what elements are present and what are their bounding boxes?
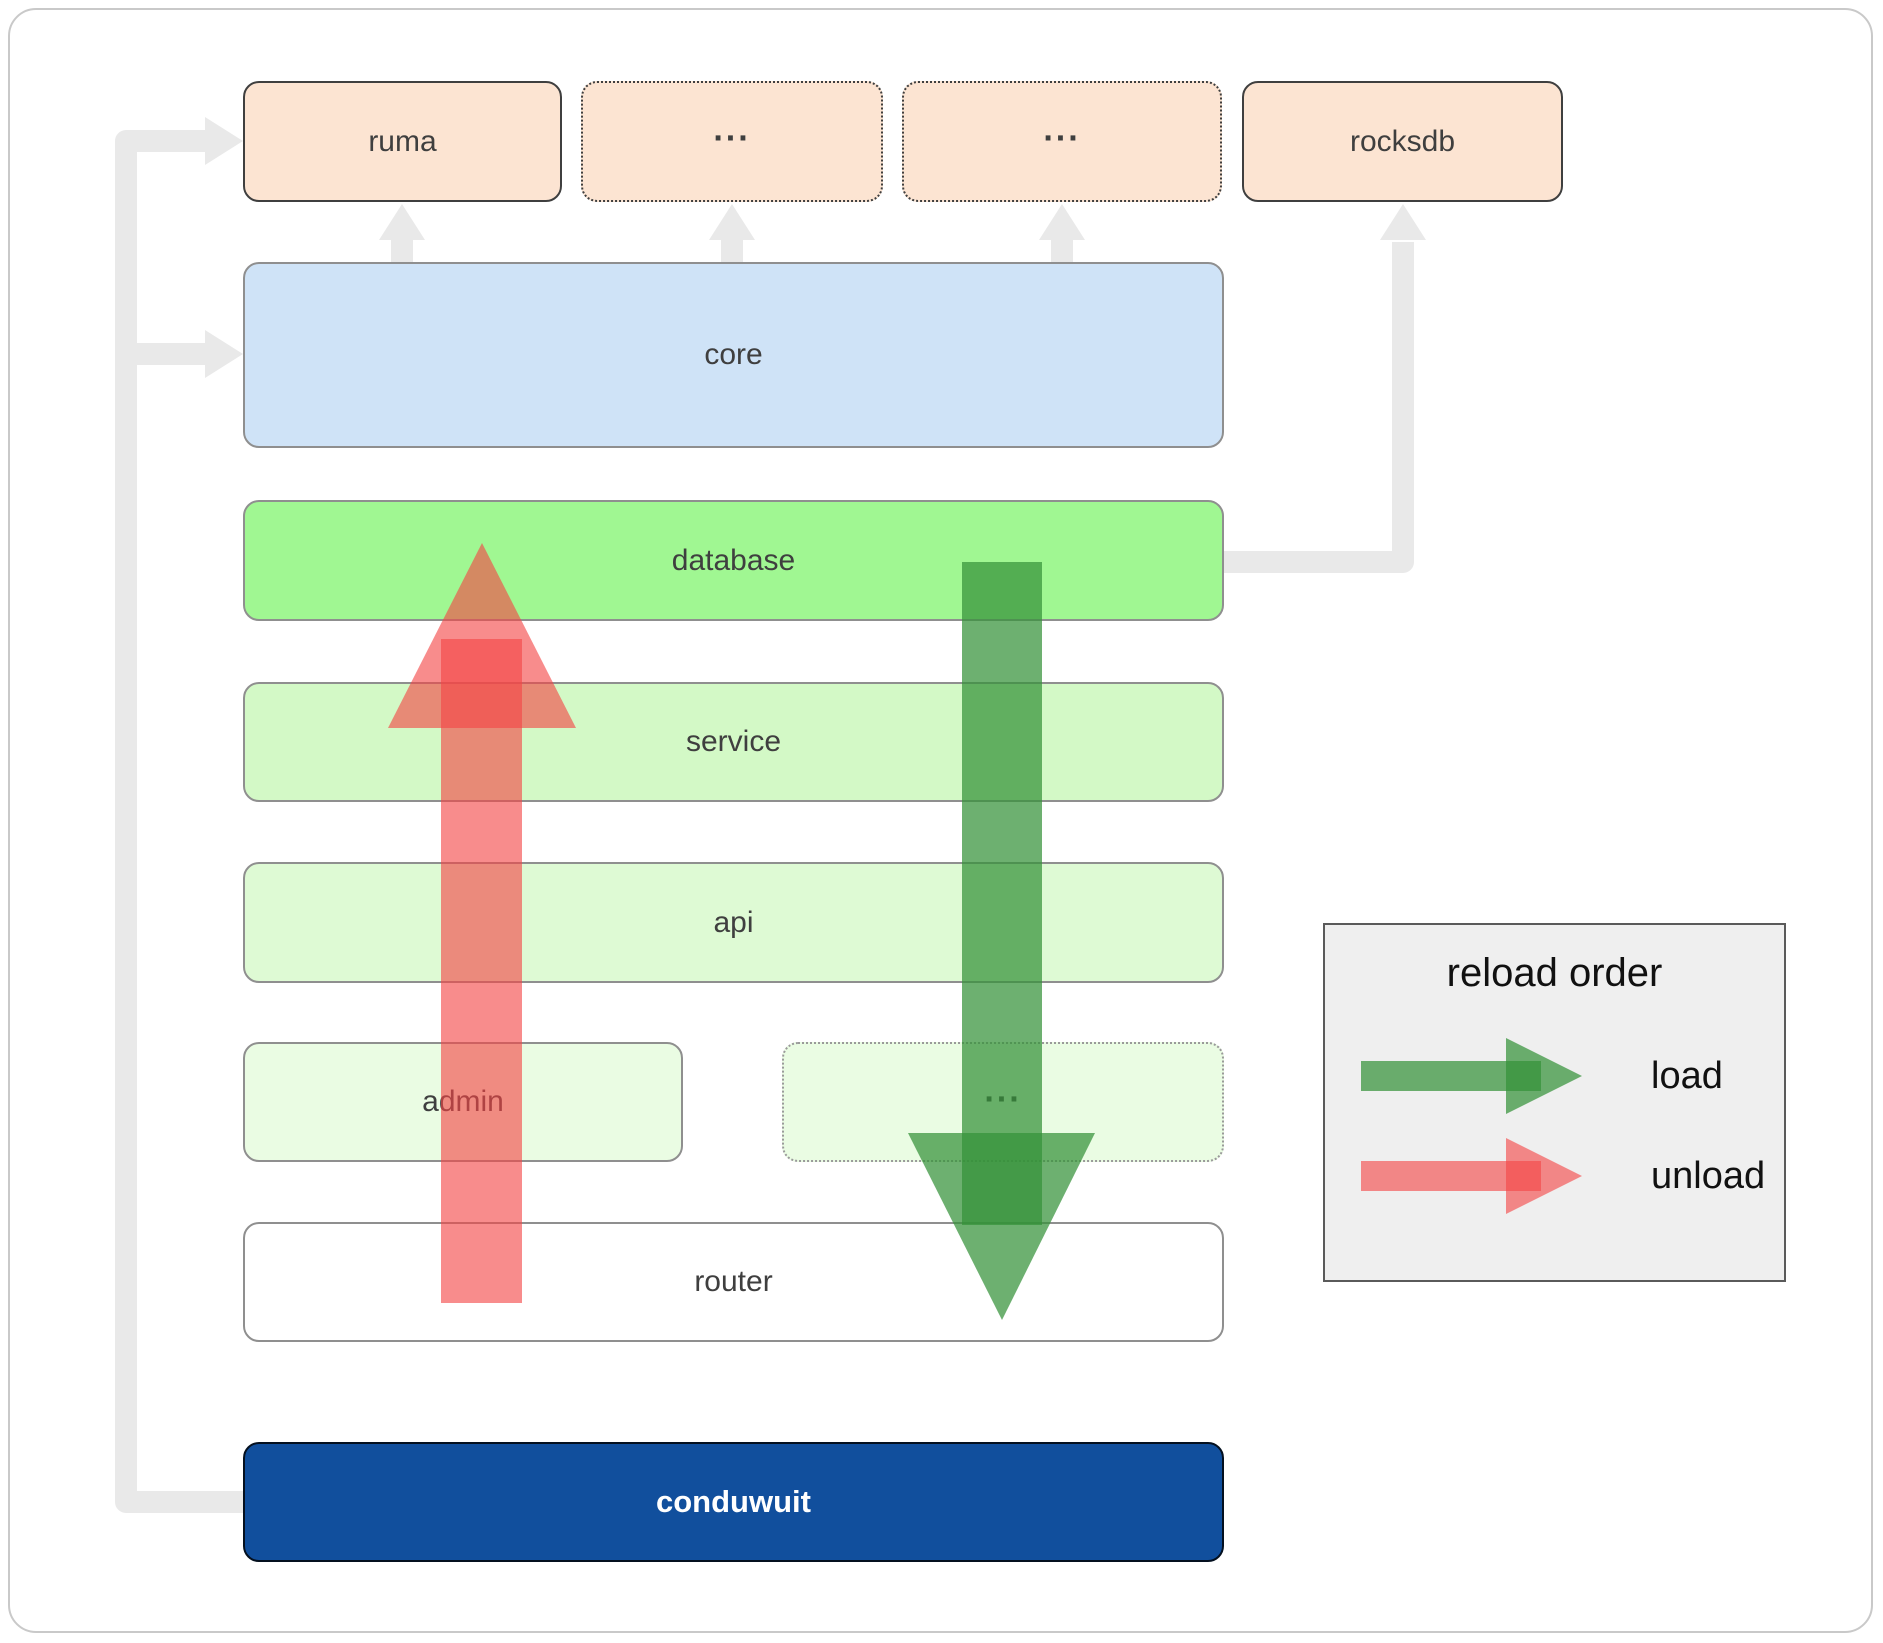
- outer-frame: [8, 8, 1873, 1633]
- node-api-label: api: [713, 905, 754, 939]
- node-router-label: router: [694, 1265, 773, 1298]
- node-ruma: ruma: [243, 81, 562, 202]
- legend-title: reload order: [1446, 951, 1663, 995]
- node-core-label: core: [704, 338, 763, 371]
- load-arrow-head: [908, 1133, 1095, 1320]
- node-conduwuit: conduwuit: [243, 1442, 1224, 1562]
- legend: reload order load unload: [1323, 923, 1786, 1282]
- unload-arrow-head: [388, 543, 576, 728]
- node-core: core: [243, 262, 1224, 448]
- legend-unload-label: unload: [1651, 1154, 1766, 1197]
- node-ellipsis-1: ...: [581, 81, 883, 202]
- node-router: router: [243, 1222, 1224, 1342]
- legend-item-unload: unload: [1361, 1136, 1784, 1216]
- load-arrow-shaft: [962, 562, 1042, 1225]
- node-conduwuit-label: conduwuit: [656, 1484, 811, 1519]
- node-ruma-label: ruma: [368, 124, 437, 158]
- node-api: api: [243, 862, 1224, 983]
- node-rocksdb-label: rocksdb: [1349, 124, 1456, 158]
- node-ellipsis-2: ...: [902, 81, 1222, 202]
- load-arrow-icon: [1361, 1038, 1582, 1114]
- connector-lines: [115, 130, 1414, 1513]
- node-database: database: [243, 500, 1224, 621]
- node-database-label: database: [671, 543, 796, 577]
- legend-item-load: load: [1361, 1036, 1784, 1116]
- node-rocksdb: rocksdb: [1242, 81, 1563, 202]
- unload-arrow-shaft: [441, 639, 522, 1303]
- node-service-label: service: [685, 725, 782, 758]
- legend-load-label: load: [1651, 1054, 1723, 1097]
- unload-arrow-icon: [1361, 1138, 1582, 1214]
- node-ellipsis-2-label: ...: [1043, 110, 1081, 149]
- node-ellipsis-1-label: ...: [713, 110, 751, 149]
